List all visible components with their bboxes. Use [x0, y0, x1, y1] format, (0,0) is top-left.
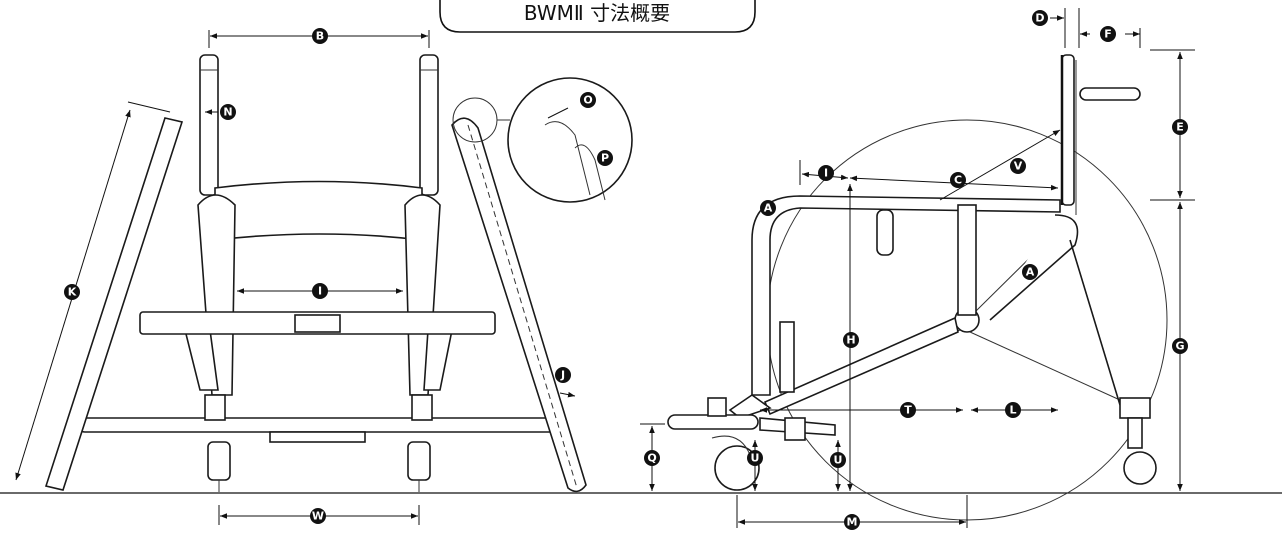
svg-text:K: K: [68, 286, 77, 299]
label-G: G: [1172, 338, 1188, 354]
label-M: M: [844, 514, 860, 530]
svg-text:L: L: [1009, 404, 1016, 417]
front-view: [44, 54, 633, 493]
label-P: P: [597, 150, 613, 166]
diagram-title: BWMⅡ 寸法概要: [524, 1, 670, 25]
label-A-frame: A: [1022, 264, 1038, 280]
svg-text:Q: Q: [647, 452, 656, 465]
label-U-rear: U: [830, 452, 846, 468]
label-K: K: [64, 284, 80, 300]
side-view: [667, 54, 1168, 521]
label-N: N: [220, 104, 236, 120]
svg-text:M: M: [847, 516, 858, 529]
label-W: W: [310, 508, 326, 524]
label-O: O: [580, 92, 596, 108]
side-footrest: [667, 414, 759, 430]
svg-text:U: U: [834, 454, 843, 467]
title-badge: BWMⅡ 寸法概要: [439, 0, 756, 33]
svg-text:I: I: [318, 285, 322, 298]
dimension-labels: B N K I J W O P D F E G I C V A A H T L …: [64, 10, 1188, 530]
svg-text:B: B: [316, 30, 324, 43]
svg-text:T: T: [904, 404, 912, 417]
left-wheel-side: [44, 117, 184, 491]
svg-text:G: G: [1175, 340, 1184, 353]
svg-text:H: H: [846, 334, 855, 347]
label-A-seat: A: [760, 200, 776, 216]
label-F: F: [1100, 26, 1116, 42]
left-caster: [207, 441, 231, 481]
seat-back: [214, 180, 423, 241]
label-V: V: [1010, 158, 1026, 174]
right-wheel-side: [451, 117, 587, 493]
left-armrest: [197, 194, 236, 396]
label-J: J: [555, 367, 571, 383]
right-back-post: [419, 54, 439, 196]
svg-text:A: A: [1026, 266, 1035, 279]
detail-zoom-circle: [507, 77, 633, 203]
svg-text:W: W: [312, 510, 324, 523]
label-D: D: [1032, 10, 1048, 26]
label-T: T: [900, 402, 916, 418]
svg-text:U: U: [751, 452, 760, 465]
label-Q: Q: [644, 450, 660, 466]
svg-text:C: C: [954, 174, 962, 187]
rear-caster: [1123, 451, 1157, 485]
label-L: L: [1005, 402, 1021, 418]
svg-text:P: P: [601, 152, 609, 165]
right-caster: [407, 441, 431, 481]
label-E: E: [1172, 119, 1188, 135]
label-H: H: [843, 332, 859, 348]
svg-text:I: I: [824, 167, 828, 180]
svg-text:N: N: [223, 106, 232, 119]
push-handle: [1079, 87, 1141, 101]
label-B: B: [312, 28, 328, 44]
left-back-post: [199, 54, 219, 196]
label-I-side: I: [818, 165, 834, 181]
label-C: C: [950, 172, 966, 188]
footrest-bar: [77, 417, 557, 433]
svg-text:J: J: [560, 369, 565, 382]
svg-text:F: F: [1104, 28, 1112, 41]
label-U-front: U: [747, 450, 763, 466]
svg-text:A: A: [764, 202, 773, 215]
label-I-front: I: [312, 283, 328, 299]
svg-text:V: V: [1014, 160, 1023, 173]
front-dimensions: [15, 30, 576, 525]
svg-text:D: D: [1035, 12, 1044, 25]
side-back-post: [1061, 54, 1075, 206]
svg-text:E: E: [1176, 121, 1184, 134]
svg-text:O: O: [583, 94, 592, 107]
